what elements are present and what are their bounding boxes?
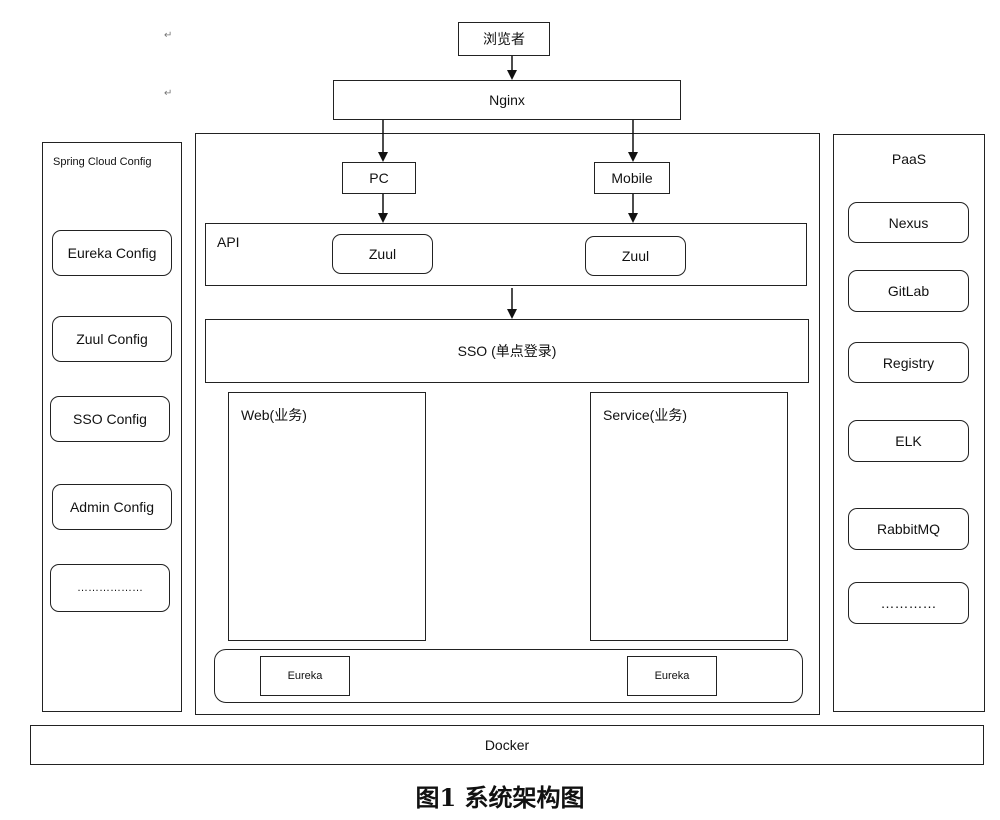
zuul-left-label: Zuul: [368, 246, 397, 262]
rabbitmq-node: RabbitMQ: [848, 508, 969, 550]
gitlab-label: GitLab: [887, 283, 930, 299]
nginx-label: Nginx: [489, 92, 525, 108]
eureka-config-label: Eureka Config: [67, 245, 157, 261]
service-label: Service(业务): [603, 407, 688, 423]
mobile-label: Mobile: [611, 170, 653, 186]
api-gateway-box: API: [205, 223, 807, 286]
business-service-box: Service(业务): [590, 392, 788, 641]
nginx-node: Nginx: [333, 80, 681, 120]
registry-node: Registry: [848, 342, 969, 383]
elk-node: ELK: [848, 420, 969, 462]
zuul-config-label: Zuul Config: [76, 331, 148, 347]
zuul-left-node: Zuul: [332, 234, 433, 274]
sso-label: SSO (单点登录): [457, 343, 557, 359]
sso-config-node: SSO Config: [50, 396, 170, 442]
paragraph-mark-1: ↵: [164, 30, 173, 41]
nexus-label: Nexus: [888, 214, 929, 231]
admin-config-label: Admin Config: [69, 499, 155, 515]
rabbitmq-label: RabbitMQ: [876, 521, 941, 537]
eureka-right-node: Eureka: [627, 656, 717, 696]
nexus-node: Nexus: [848, 202, 969, 243]
eureka-config-node: Eureka Config: [52, 230, 172, 276]
sso-config-label: SSO Config: [73, 411, 147, 427]
web-label: Web(业务): [241, 407, 307, 423]
pc-label: PC: [369, 170, 389, 186]
more-paas-node: …………: [848, 582, 969, 624]
docker-bar: Docker: [30, 725, 984, 765]
zuul-right-label: Zuul: [621, 248, 650, 264]
eureka-left-node: Eureka: [260, 656, 350, 696]
admin-config-node: Admin Config: [52, 484, 172, 530]
spring-cloud-config-title: Spring Cloud Config: [53, 156, 152, 168]
web-service-box: Web(业务): [228, 392, 426, 641]
gitlab-node: GitLab: [848, 270, 969, 312]
api-label: API: [217, 234, 240, 250]
zuul-right-node: Zuul: [585, 236, 686, 276]
eureka-left-label: Eureka: [287, 670, 323, 682]
eureka-right-label: Eureka: [654, 670, 690, 682]
pc-node: PC: [342, 162, 416, 194]
registry-label: Registry: [882, 354, 935, 371]
browser-node: 浏览者: [458, 22, 550, 56]
paragraph-mark-2: ↵: [164, 88, 173, 99]
figure-caption: 图1 系统架构图: [415, 783, 585, 812]
more-config-node: ………………: [50, 564, 170, 612]
mobile-node: Mobile: [594, 162, 670, 194]
paas-title: PaaS: [891, 151, 927, 167]
docker-label: Docker: [484, 737, 530, 753]
browser-label: 浏览者: [483, 31, 525, 47]
zuul-config-node: Zuul Config: [52, 316, 172, 362]
more-paas-label: …………: [880, 595, 937, 611]
sso-node: SSO (单点登录): [205, 319, 809, 383]
more-config-label: ………………: [77, 582, 143, 594]
elk-label: ELK: [895, 433, 922, 449]
